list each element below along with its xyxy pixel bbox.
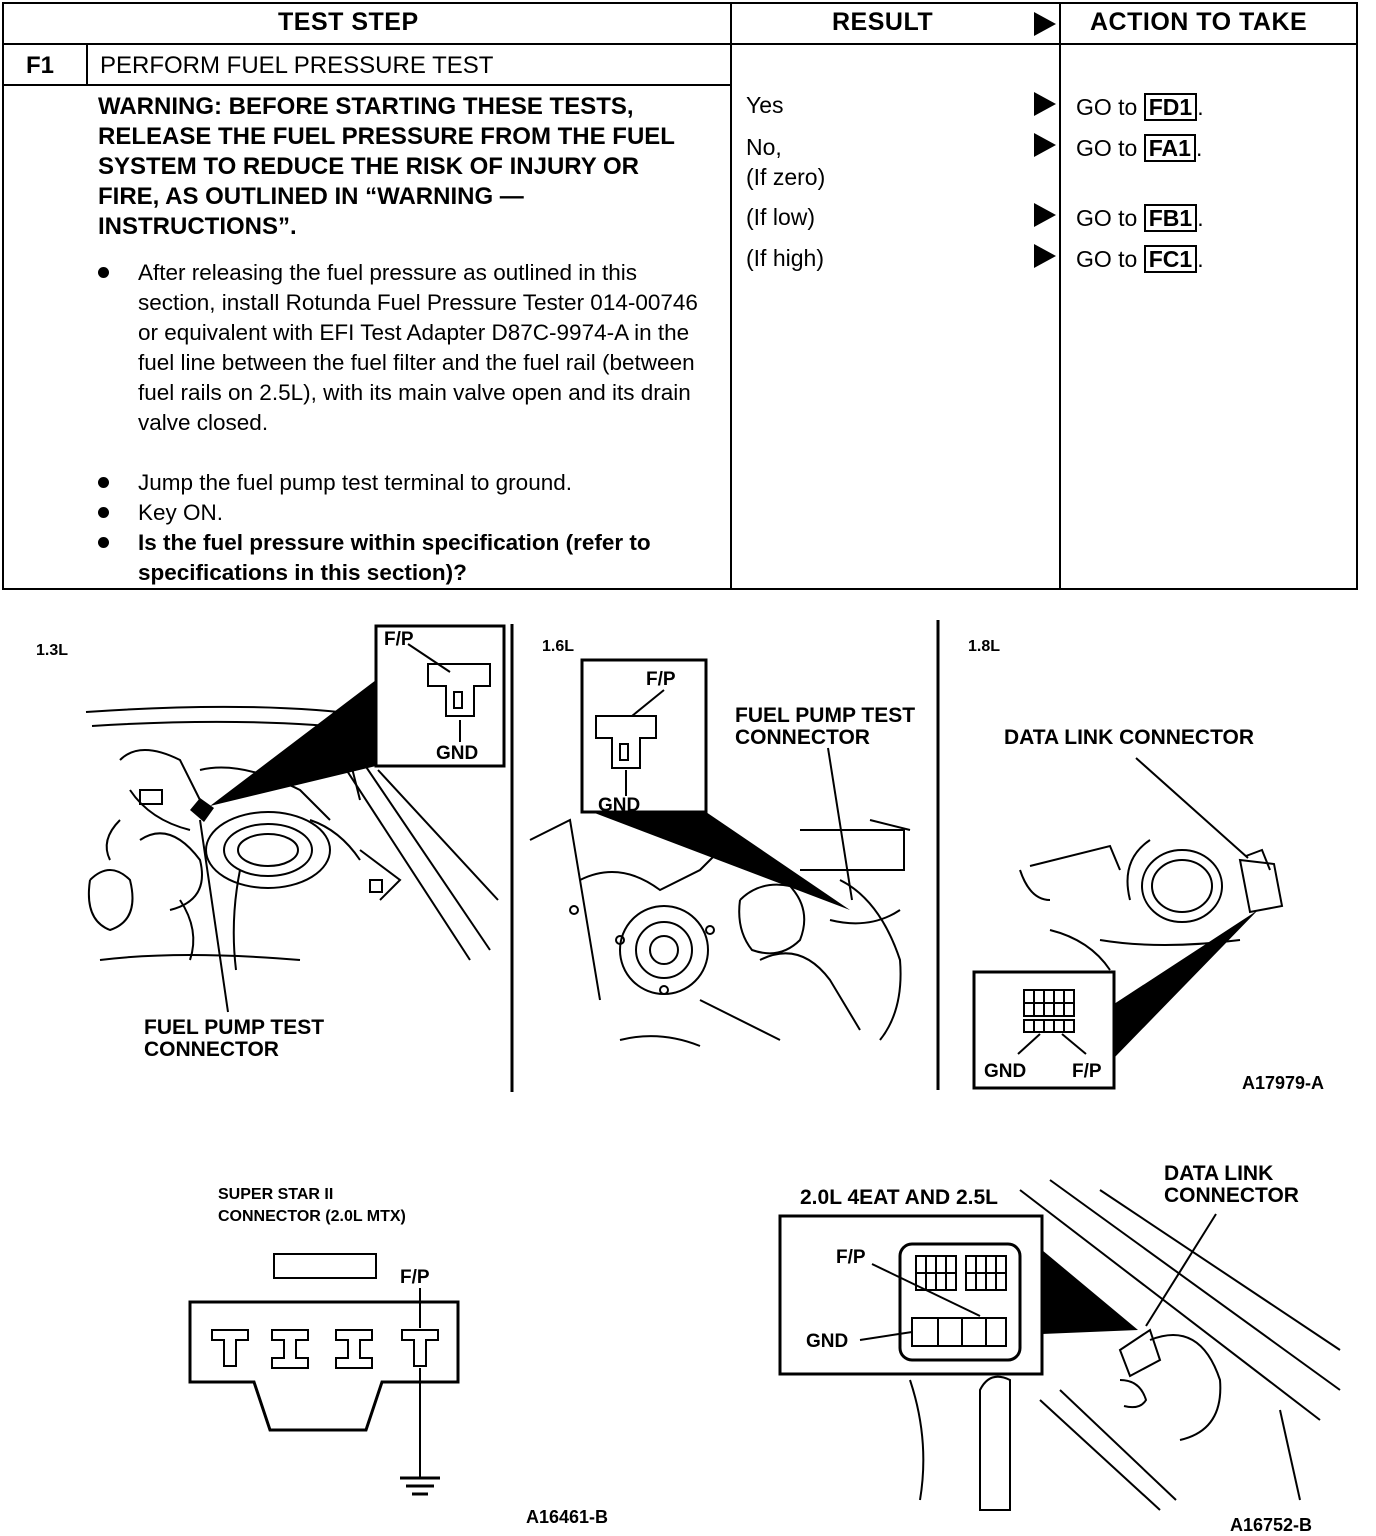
action-target[interactable]: FC1	[1143, 245, 1198, 273]
action-row: GO to FD1.	[1076, 93, 1204, 121]
header-result: RESULT	[832, 8, 934, 36]
panel3-gnd-label: GND	[984, 1061, 1027, 1082]
result-arrow-icon	[1034, 203, 1056, 227]
bullet-text: Jump the fuel pump test terminal to grou…	[138, 470, 572, 495]
panel3-fp-label: F/P	[1072, 1061, 1102, 1082]
superstar-fp-label: F/P	[400, 1267, 430, 1288]
panel2-engine-label: 1.6L	[542, 638, 575, 655]
result-high: (If high)	[746, 245, 824, 271]
panel2-caption-1: FUEL PUMP TEST	[735, 704, 916, 727]
figure-code-a16752: A16752-B	[1230, 1515, 1313, 1535]
action-target[interactable]: FA1	[1143, 134, 1196, 162]
panel1-gnd-label: GND	[436, 743, 479, 764]
panel1-caption-2: CONNECTOR	[144, 1038, 279, 1061]
panel1-engine-label: 1.3L	[36, 642, 69, 659]
dlc-2-0l-caption-2: CONNECTOR	[1164, 1184, 1299, 1207]
bullet-icon	[98, 507, 109, 518]
bullet-item: Is the fuel pressure within specificatio…	[98, 528, 698, 588]
result-arrow-icon	[1034, 133, 1056, 157]
engine-bay-1-8l-drawing	[1019, 839, 1284, 971]
panel3-engine-label: 1.8L	[968, 638, 1001, 655]
step-title-rule	[2, 84, 730, 86]
action-row: GO to FC1.	[1076, 245, 1204, 273]
action-row: GO to FB1.	[1076, 204, 1204, 232]
bullet-item: Key ON.	[98, 498, 698, 528]
panel1-fp-label: F/P	[384, 629, 414, 650]
bullet-icon	[98, 477, 109, 488]
figure-code-a16461: A16461-B	[526, 1507, 609, 1527]
result-no: No,	[746, 134, 782, 160]
bullet-item: After releasing the fuel pressure as out…	[98, 258, 698, 468]
step-title: PERFORM FUEL PRESSURE TEST	[100, 52, 494, 79]
result-arrow-icon	[1034, 244, 1056, 268]
action-row: GO to FA1.	[1076, 134, 1203, 162]
panel2-fp-label: F/P	[646, 669, 676, 690]
bullet-text: Is the fuel pressure within specificatio…	[138, 530, 651, 585]
result-yes: Yes	[746, 92, 784, 118]
header-test-step: TEST STEP	[278, 8, 419, 36]
action-go: GO to	[1076, 135, 1138, 161]
superstar-title-1: SUPER STAR II	[218, 1186, 334, 1203]
engine-bay-1-3l-drawing	[85, 705, 499, 971]
engine-bay-2-0l-drawing	[909, 1179, 1341, 1511]
bullet-icon	[98, 537, 109, 548]
bullet-icon	[98, 267, 109, 278]
panel3-caption: DATA LINK CONNECTOR	[1004, 726, 1255, 749]
step-id: F1	[26, 52, 55, 79]
figure-code-a17979: A17979-A	[1242, 1073, 1325, 1093]
action-target[interactable]: FB1	[1143, 204, 1198, 232]
panel2-gnd-label: GND	[598, 795, 641, 816]
result-low: (If low)	[746, 204, 815, 230]
action-go: GO to	[1076, 94, 1138, 120]
result-arrow-icon	[1034, 92, 1056, 116]
dlc-2-0l-gnd-label: GND	[806, 1331, 849, 1352]
bullet-text: After releasing the fuel pressure as out…	[138, 260, 698, 435]
step-id-divider	[86, 43, 88, 86]
action-target[interactable]: FD1	[1143, 93, 1198, 121]
table-divider-result	[730, 2, 732, 590]
action-go: GO to	[1076, 205, 1138, 231]
bullet-text: Key ON.	[138, 500, 224, 525]
warning-text: WARNING: BEFORE STARTING THESE TESTS, RE…	[98, 93, 675, 240]
header-arrow-icon	[1034, 12, 1056, 36]
header-action: ACTION TO TAKE	[1090, 8, 1308, 36]
superstar-title-2: CONNECTOR (2.0L MTX)	[218, 1208, 406, 1225]
table-divider-action	[1059, 2, 1061, 590]
dlc-2-0l-title: 2.0L 4EAT AND 2.5L	[800, 1186, 999, 1209]
dlc-2-0l-caption-1: DATA LINK	[1164, 1162, 1274, 1185]
table-header-rule	[2, 43, 1358, 45]
action-go: GO to	[1076, 246, 1138, 272]
panel2-caption-2: CONNECTOR	[735, 726, 870, 749]
result-no-sub: (If zero)	[746, 164, 826, 190]
diagnostic-table	[2, 2, 1358, 590]
bullet-item: Jump the fuel pump test terminal to grou…	[98, 468, 698, 498]
engine-bay-1-6l-drawing	[529, 818, 911, 1047]
dlc-2-0l-fp-label: F/P	[836, 1247, 866, 1268]
panel1-caption-1: FUEL PUMP TEST	[144, 1016, 325, 1039]
